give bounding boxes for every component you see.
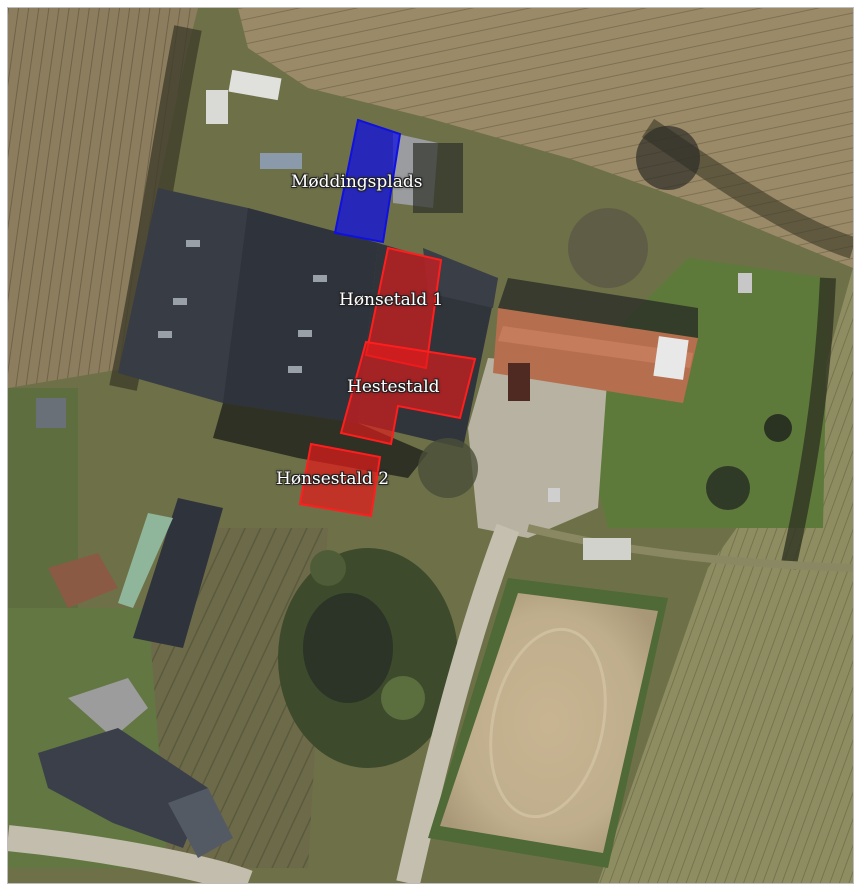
label-honsetald-1: Hønsetald 1: [339, 290, 444, 310]
area-honsestald-2: [298, 442, 382, 518]
aerial-map[interactable]: Møddingsplads Hønsetald 1 Hestestald Høn…: [7, 7, 854, 884]
label-moddingsplads: Møddingsplads: [291, 172, 423, 192]
area-moddingsplads: [333, 118, 402, 244]
label-hestestald: Hestestald: [347, 377, 440, 397]
label-honsestald-2: Hønsestald 2: [276, 469, 390, 489]
area-hestestald: [339, 340, 477, 446]
aerial-photo: [8, 8, 853, 883]
